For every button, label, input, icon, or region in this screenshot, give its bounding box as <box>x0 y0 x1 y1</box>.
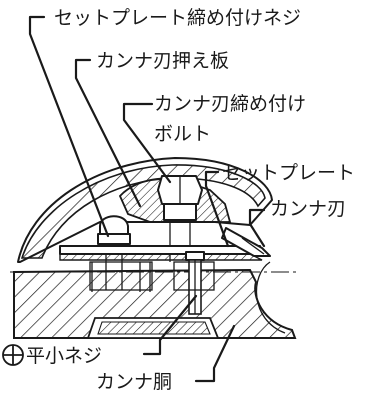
blade-bolt <box>157 175 203 262</box>
body-recess-lines <box>89 261 215 292</box>
plus-circle-icon <box>2 344 24 366</box>
kanna-blade <box>221 227 271 257</box>
leader-lines <box>28 15 266 383</box>
drum-body <box>13 157 297 339</box>
leader-set-plate <box>204 170 230 248</box>
leader-blade <box>248 208 266 248</box>
label-blade: カンナ刃 <box>270 198 346 220</box>
label-body: カンナ胴 <box>96 371 172 393</box>
label-blade-holder: カンナ刃押え板 <box>96 50 229 72</box>
set-plate <box>59 245 263 261</box>
label-blade-bolt-line1: カンナ刃締め付け <box>154 93 306 115</box>
leader-flat-screw <box>142 294 198 356</box>
leader-blade-holder <box>74 58 142 208</box>
leader-body <box>194 324 236 383</box>
leader-set-plate-screw <box>28 15 110 238</box>
label-set-plate-screw: セットプレート締め付けネジ <box>54 7 301 29</box>
label-flat-screw: 平小ネジ <box>26 345 102 367</box>
label-blade-bolt-line2: ボルト <box>154 123 211 145</box>
label-set-plate: セットプレート <box>222 162 355 184</box>
leader-blade-bolt <box>122 102 172 184</box>
